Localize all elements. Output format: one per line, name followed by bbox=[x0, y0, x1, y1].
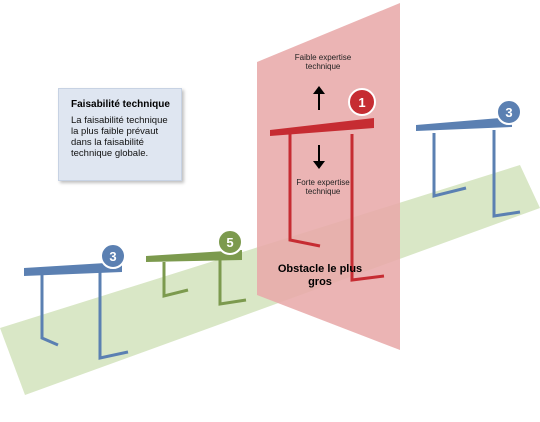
hurdle-left-blue: 3 bbox=[24, 243, 129, 360]
badge-green-number: 5 bbox=[226, 235, 233, 250]
label-biggest-obstacle: Obstacle le plus gros bbox=[277, 263, 363, 288]
hurdle-right-blue: 3 bbox=[416, 99, 522, 218]
badge-left-blue bbox=[100, 243, 126, 269]
badge-left-blue-number: 3 bbox=[109, 249, 116, 264]
label-low-expertise: Faible expertise technique bbox=[294, 53, 352, 71]
badge-green bbox=[217, 229, 243, 255]
hurdle-green: 5 bbox=[146, 229, 247, 306]
arrow-up-icon bbox=[313, 86, 325, 110]
feasibility-note: Faisabilité technique La faisabilité tec… bbox=[58, 88, 182, 181]
badge-right-blue bbox=[496, 99, 522, 125]
badge-red bbox=[348, 88, 376, 116]
badge-red-number: 1 bbox=[358, 95, 365, 110]
note-body: La faisabilité technique la plus faible … bbox=[71, 115, 168, 159]
hurdle-red: 1 bbox=[270, 88, 385, 282]
arrow-down-icon bbox=[313, 145, 325, 169]
note-title: Faisabilité technique bbox=[71, 99, 170, 110]
badge-right-blue-number: 3 bbox=[505, 105, 512, 120]
label-high-expertise: Forte expertise technique bbox=[296, 178, 350, 196]
